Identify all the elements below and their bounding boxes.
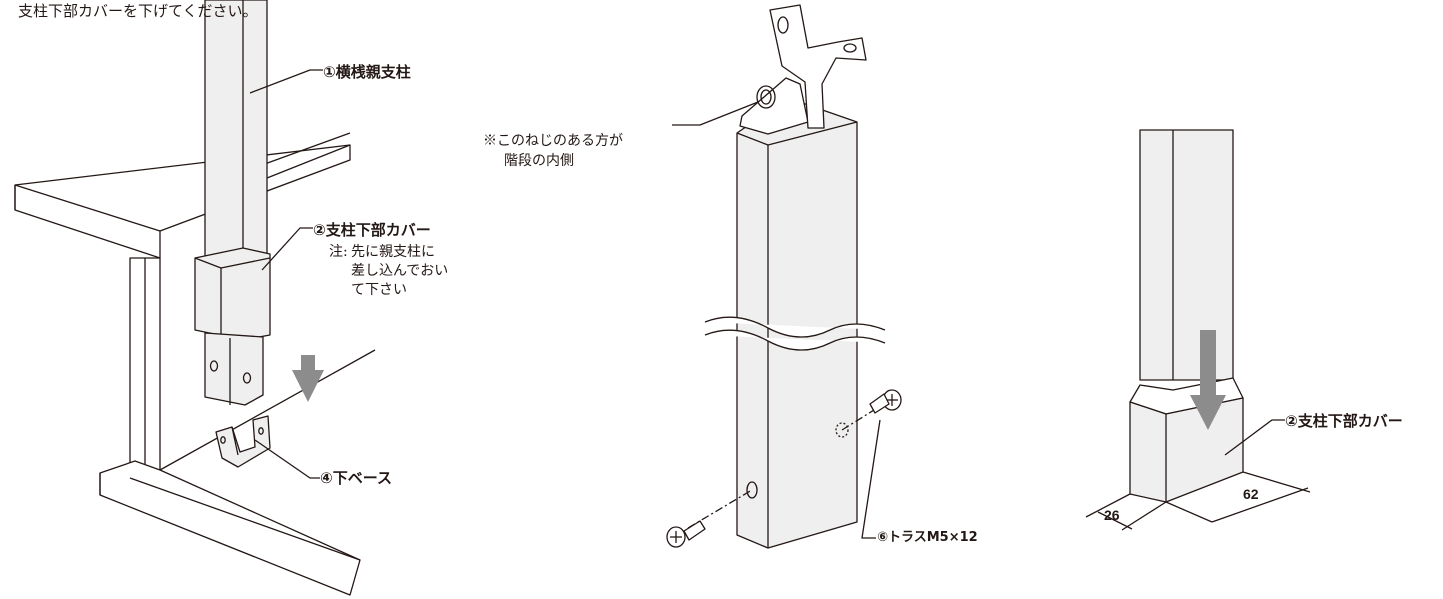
label-truss-screw: ⑥トラスM5×12 (877, 530, 978, 545)
truss-screw-right (869, 389, 902, 414)
label-post-cover-left: ②支柱下部カバー (313, 221, 431, 239)
lower-base-part (215, 415, 271, 468)
down-arrow-left (292, 355, 324, 402)
dimension-width: 62 (1243, 486, 1259, 502)
post-stub (204, 332, 264, 406)
note-prefix: 注: (329, 244, 348, 260)
note-line-2: 差し込んでおい (351, 263, 449, 279)
label-lower-base: ④下ベース (320, 469, 392, 487)
dimension-depth: 26 (1104, 507, 1120, 523)
instruction-text: 支柱下部カバーを下げてください。 (18, 2, 258, 20)
truss-screw-left (666, 520, 706, 548)
note-line-3: て下さい (351, 282, 407, 298)
y-bracket (769, 4, 867, 129)
crossbar-post-shaft (204, 0, 268, 259)
note-line-1: 先に親支柱に (351, 244, 435, 260)
label-crossbar-post: ①横桟親支柱 (323, 63, 411, 81)
post-cover-right (1129, 397, 1244, 503)
label-post-cover-right: ②支柱下部カバー (1285, 412, 1403, 430)
post-cover-left (194, 247, 271, 341)
down-arrow-right (1190, 330, 1226, 430)
screw-side-note-line-1: ※このねじのある方が (483, 133, 623, 149)
screw-side-note-line-2: 階段の内側 (504, 153, 574, 169)
right-post-shaft (1139, 129, 1234, 381)
